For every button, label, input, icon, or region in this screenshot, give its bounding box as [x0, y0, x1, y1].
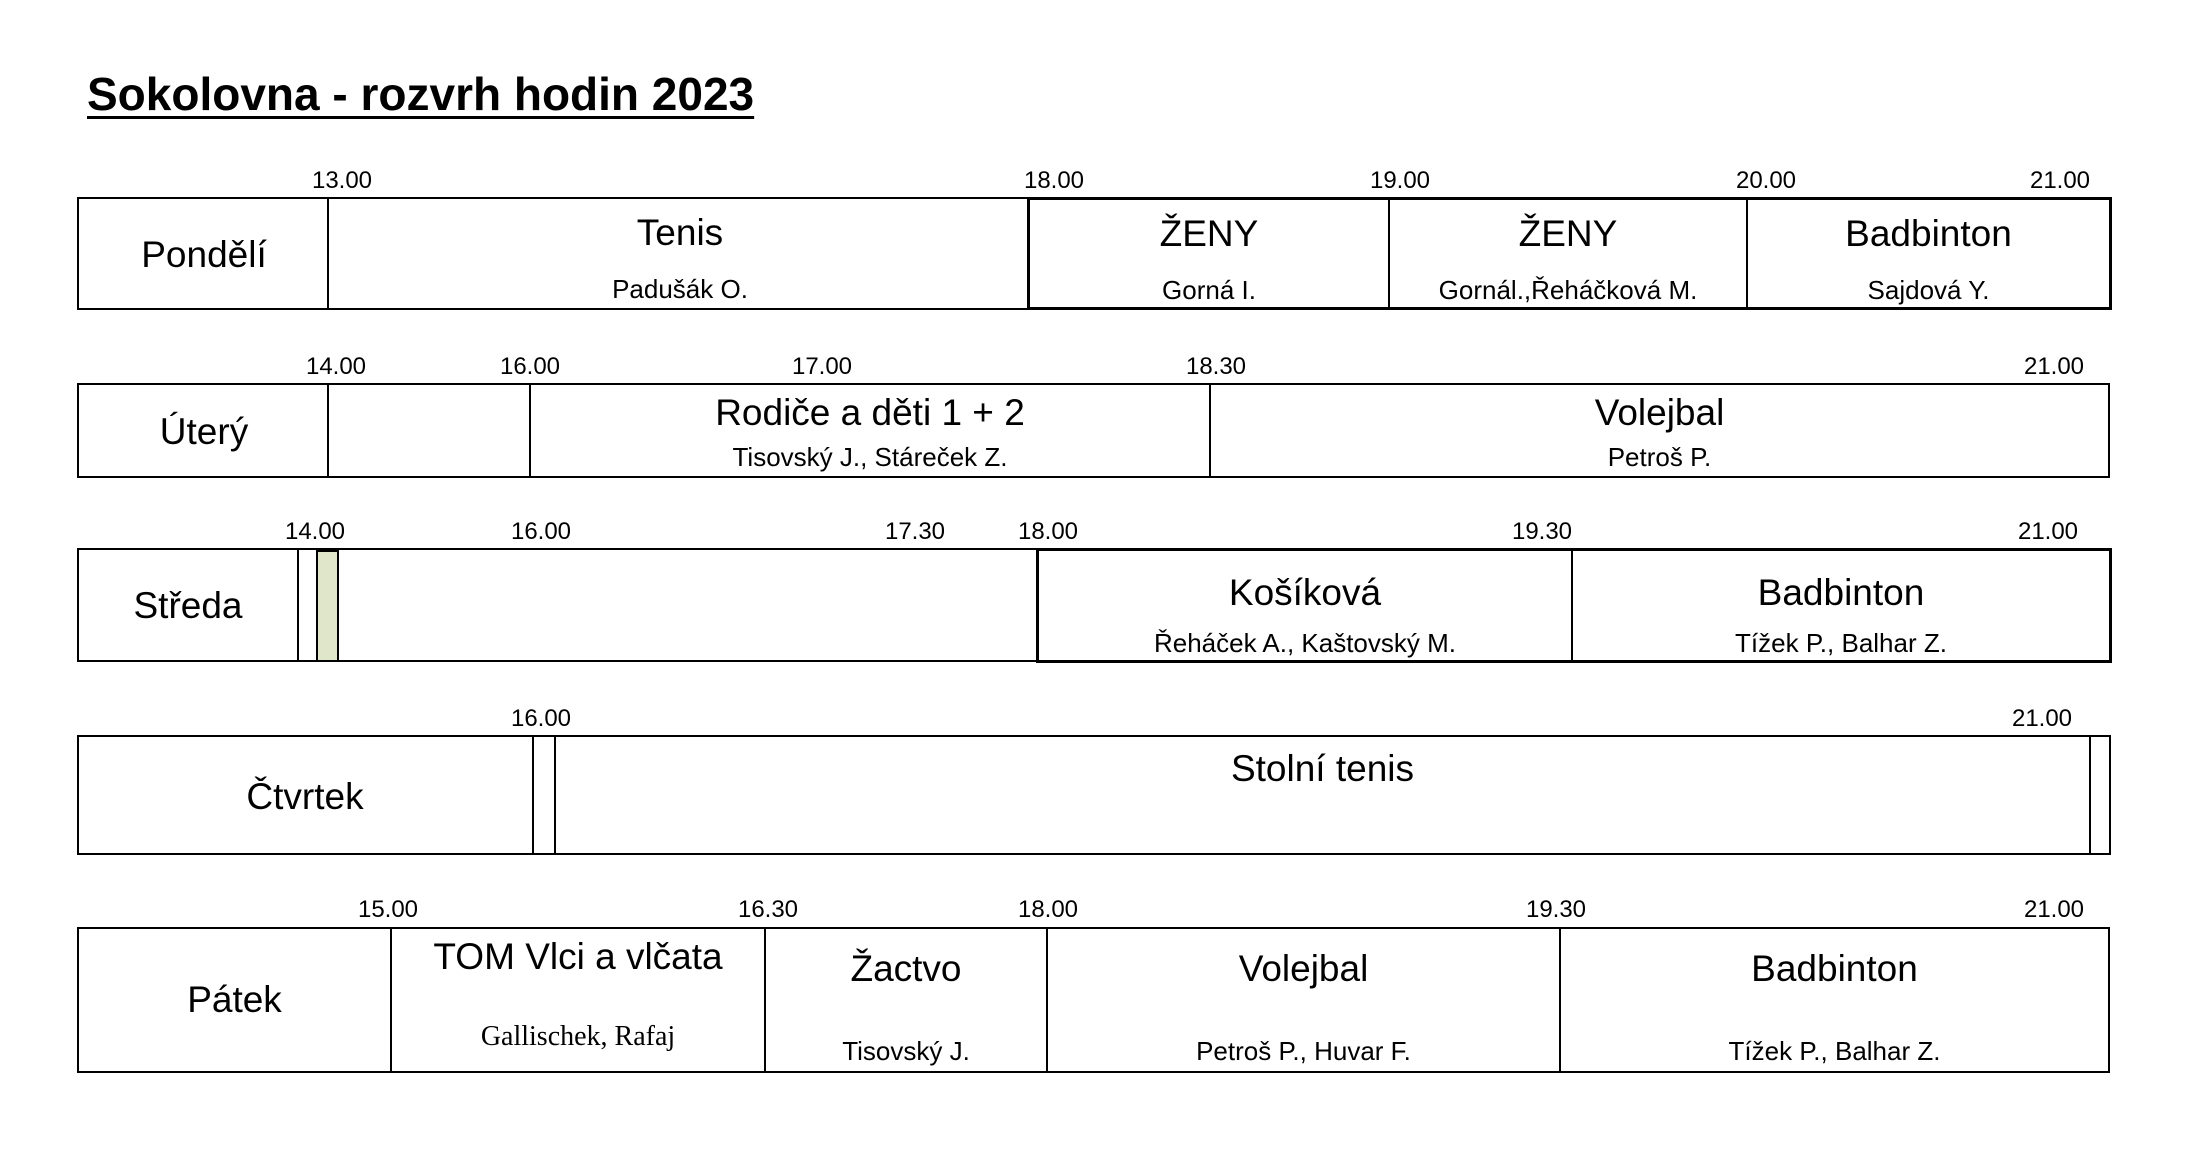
- schedule-slot: Volejbal Petroš P.: [1209, 385, 2108, 476]
- time-label: 19.30: [1525, 896, 1587, 923]
- leader-name: Petroš P.: [1607, 442, 1712, 472]
- schedule-slot: Tenis Padušák O.: [327, 199, 1031, 308]
- time-label: 16.00: [510, 705, 572, 732]
- tuesday-frame: Úterý Rodiče a děti 1 + 2 Tisovský J., S…: [77, 383, 2110, 478]
- schedule-slot: Košíková Řeháček A., Kaštovský M.: [1039, 551, 1573, 660]
- time-label: 18.00: [1017, 518, 1079, 545]
- leader-name: Gornál.,Řeháčková M.: [1438, 275, 1698, 305]
- leader-name: Gorná I.: [1162, 275, 1256, 305]
- time-label: 21.00: [2023, 896, 2085, 923]
- thursday-frame: Čtvrtek Stolní tenis: [77, 735, 2111, 855]
- activity-name: Badbinton: [1757, 572, 1925, 613]
- schedule-slot: Badbinton Sajdová Y.: [1748, 200, 2109, 307]
- activity-name: Volejbal: [1594, 392, 1725, 433]
- activity-name: Volejbal: [1238, 948, 1369, 989]
- leader-name: Řeháček A., Kaštovský M.: [1153, 628, 1456, 658]
- activity-name: ŽENY: [1518, 213, 1618, 254]
- day-name: Čtvrtek: [246, 776, 364, 817]
- shaded-block: [316, 550, 339, 662]
- activity-name: Košíková: [1228, 572, 1382, 613]
- leader-name: Padušák O.: [612, 274, 748, 304]
- schedule-slot: ŽENY Gornál.,Řeháčková M.: [1390, 200, 1748, 307]
- time-label: 20.00: [1735, 167, 1797, 194]
- activity-name: Rodiče a děti 1 + 2: [715, 392, 1025, 433]
- leader-name: Tížek P., Balhar Z.: [1728, 1036, 1941, 1066]
- schedule-slot: Badbinton Tížek P., Balhar Z.: [1559, 929, 2108, 1071]
- time-label: 18.00: [1023, 167, 1085, 194]
- time-label: 21.00: [2017, 518, 2079, 545]
- schedule-slot: Stolní tenis: [554, 737, 2091, 853]
- leader-name: Gallischek, Rafaj: [480, 1021, 676, 1052]
- time-label: 21.00: [2011, 705, 2073, 732]
- time-label: 17.00: [791, 353, 853, 380]
- wednesday-frame: Středa: [77, 548, 1039, 662]
- day-name: Úterý: [159, 411, 249, 452]
- schedule-slot: Rodiče a děti 1 + 2 Tisovský J., Stáreče…: [529, 385, 1209, 476]
- leader-name: Petroš P., Huvar F.: [1196, 1036, 1411, 1066]
- divider: [297, 550, 299, 660]
- time-label: 21.00: [2029, 167, 2091, 194]
- time-label: 16.00: [499, 353, 561, 380]
- schedule-slot: Žactvo Tisovský J.: [764, 929, 1046, 1071]
- time-label: 16.30: [737, 896, 799, 923]
- activity-name: TOM Vlci a vlčata: [433, 936, 723, 977]
- schedule-slot: TOM Vlci a vlčata Gallischek, Rafaj: [390, 929, 764, 1071]
- empty-slot: [327, 385, 529, 476]
- time-label: 14.00: [284, 518, 346, 545]
- empty-slot: [532, 737, 554, 853]
- time-label: 16.00: [510, 518, 572, 545]
- activity-name: Tenis: [636, 212, 724, 253]
- monday-frame: Pondělí Tenis Padušák O.: [77, 197, 1029, 310]
- time-label: 18.00: [1017, 896, 1079, 923]
- leader-name: Tisovský J., Stáreček Z.: [732, 442, 1008, 472]
- time-label: 18.30: [1185, 353, 1247, 380]
- schedule-slot: Badbinton Tížek P., Balhar Z.: [1573, 551, 2109, 660]
- day-name: Středa: [133, 585, 243, 626]
- leader-name: Tisovský J.: [842, 1036, 970, 1066]
- activity-name: Badbinton: [1845, 213, 2012, 254]
- activity-name: Stolní tenis: [1230, 748, 1415, 789]
- leader-name: Sajdová Y.: [1867, 275, 1990, 305]
- day-name: Pátek: [187, 979, 282, 1020]
- time-label: 19.30: [1511, 518, 1573, 545]
- activity-name: ŽENY: [1159, 213, 1259, 254]
- time-label: 17.30: [884, 518, 946, 545]
- wednesday-evening-frame: Košíková Řeháček A., Kaštovský M. Badbin…: [1036, 548, 2112, 663]
- activity-name: Badbinton: [1751, 948, 1918, 989]
- time-label: 13.00: [311, 167, 373, 194]
- time-label: 14.00: [305, 353, 367, 380]
- page-title: Sokolovna - rozvrh hodin 2023: [87, 68, 755, 120]
- leader-name: Tížek P., Balhar Z.: [1735, 628, 1947, 658]
- monday-evening-frame: ŽENY Gorná I. ŽENY Gornál.,Řeháčková M. …: [1027, 197, 2112, 310]
- activity-name: Žactvo: [850, 948, 962, 989]
- time-label: 15.00: [357, 896, 419, 923]
- friday-frame: Pátek TOM Vlci a vlčata Gallischek, Rafa…: [77, 927, 2110, 1073]
- time-label: 21.00: [2023, 353, 2085, 380]
- schedule-slot: Volejbal Petroš P., Huvar F.: [1046, 929, 1559, 1071]
- time-label: 19.00: [1369, 167, 1431, 194]
- schedule-slot: ŽENY Gorná I.: [1030, 200, 1390, 307]
- day-name: Pondělí: [141, 234, 267, 275]
